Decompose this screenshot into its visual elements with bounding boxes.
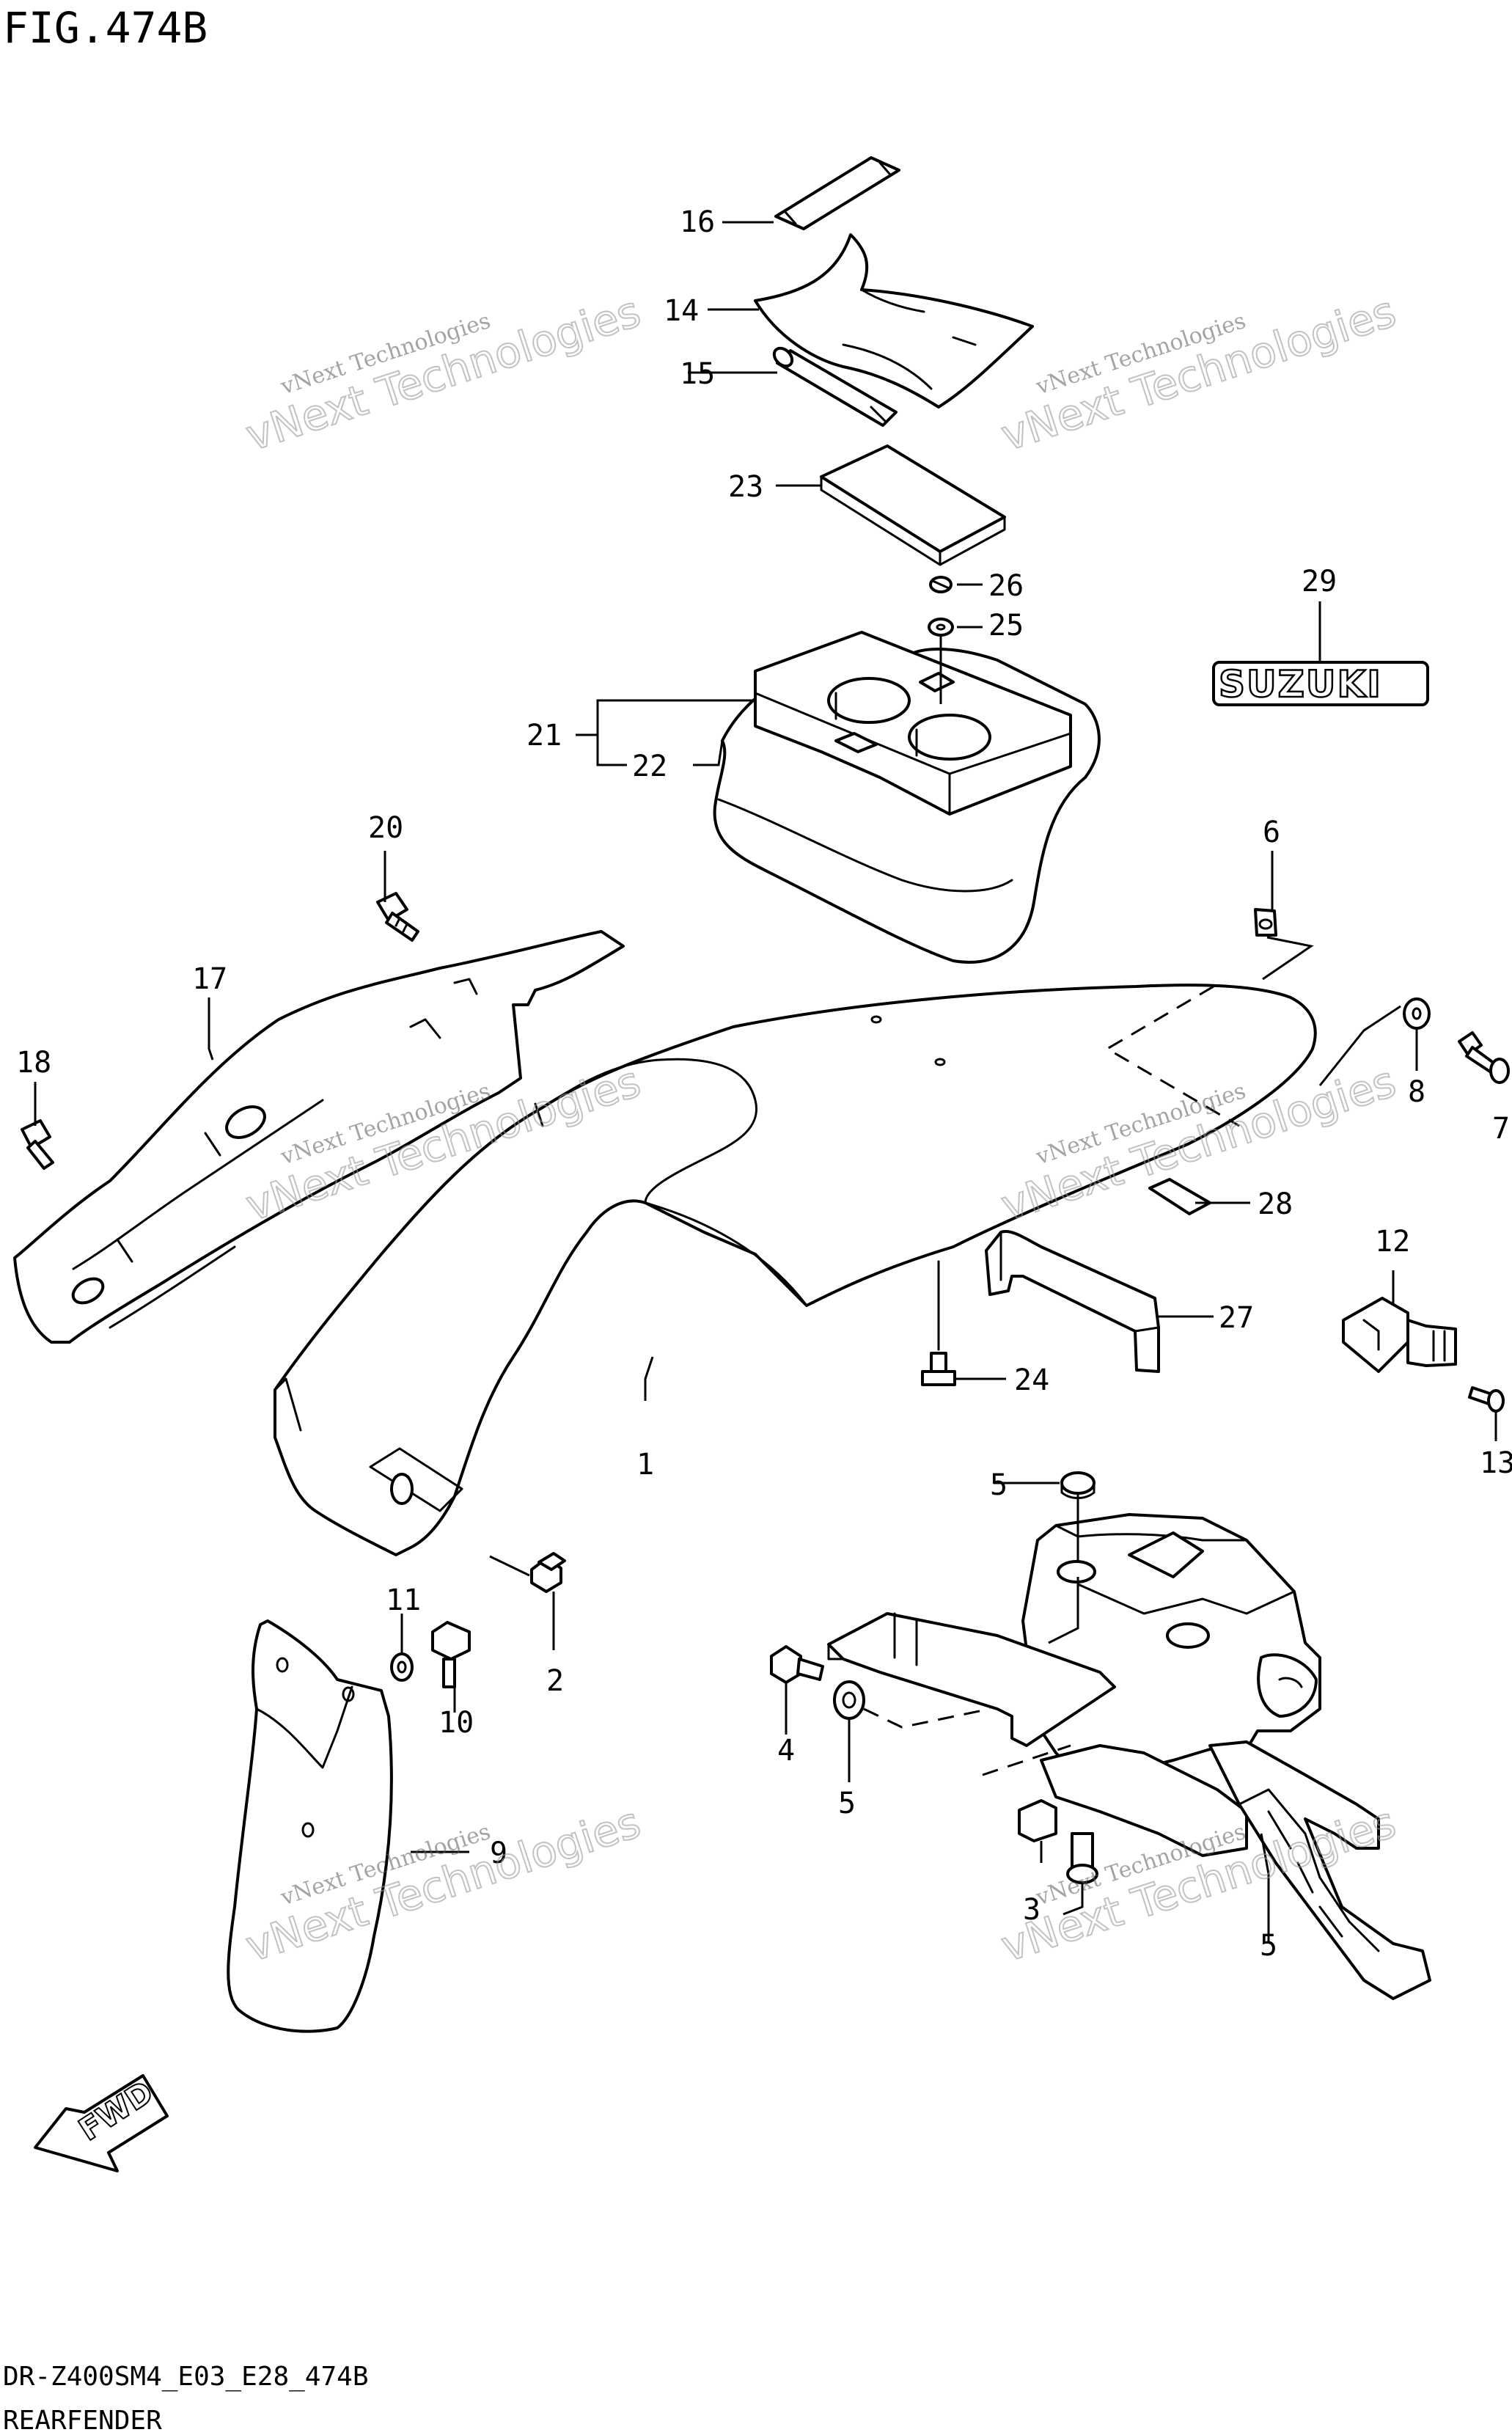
callout-1: 1: [636, 1448, 654, 1482]
callout-13: 12: [1375, 1225, 1410, 1259]
part-19-bolt: [21, 1119, 54, 1170]
part-15-tool-bag: [754, 233, 1034, 409]
callout-23: 23: [728, 470, 763, 504]
callout-numbers: 16 14 15 23 26 25 29 21 22 20 6 17 18 8 …: [16, 205, 1512, 1963]
callout-14: 13: [1480, 1446, 1512, 1480]
callout-10: 9: [490, 1837, 507, 1870]
callout-21: 21: [526, 719, 562, 753]
part-24-bolt: [921, 1260, 956, 1386]
callout-22: 22: [632, 750, 667, 783]
callout-28: 28: [1258, 1187, 1293, 1221]
part-1-rear-fender: [274, 984, 1317, 1556]
part-7-clip: [1254, 908, 1277, 937]
callout-17: 16: [680, 205, 715, 239]
part-6-rear-bracket: [827, 1513, 1431, 2000]
part-26-nut: [929, 576, 953, 593]
part-23-pad: [820, 444, 1006, 566]
part-18-side-cover: [13, 930, 625, 1344]
part-3-clip: [1018, 1799, 1098, 1884]
leader-lines: [34, 221, 1497, 1944]
callout-29: 29: [1302, 565, 1337, 598]
callout-15: 14: [664, 294, 699, 328]
callout-5-upper: 5: [990, 1468, 1008, 1502]
part-21-seat-box: [754, 631, 1072, 816]
model-code: DR-Z400SM4_E03_E28_474B: [3, 2362, 369, 2392]
part-17-strap: [774, 156, 900, 230]
part-13-socket: [1342, 1297, 1457, 1373]
figure-title: FIG.474B: [3, 3, 208, 53]
callout-12: 11: [386, 1583, 421, 1617]
callout-9: 8: [1408, 1075, 1425, 1109]
callout-8: 7: [1492, 1112, 1510, 1146]
callout-7: 6: [1263, 816, 1280, 849]
callout-20: 20: [368, 811, 403, 845]
part-29-emblem: SUZUKI: [1212, 661, 1429, 706]
part-20-bolt: [376, 892, 419, 942]
callout-27: 27: [1219, 1301, 1254, 1335]
section-name: REARFENDER: [3, 2406, 162, 2435]
callout-16: 15: [680, 357, 715, 391]
callout-6: 5: [1260, 1929, 1277, 1963]
callout-3: 3: [1023, 1893, 1041, 1927]
part-28-cushion: [1148, 1178, 1211, 1215]
callout-26: 26: [988, 569, 1024, 603]
part-10-mudflap: [227, 1619, 393, 2033]
callout-18: 17: [192, 962, 227, 996]
fwd-arrow: FWD: [34, 2073, 169, 2172]
callout-2: 2: [546, 1664, 564, 1698]
part-27-handle: [985, 1230, 1160, 1373]
part-14-screw: [1468, 1386, 1505, 1413]
part-8-bolt: [1458, 1031, 1510, 1084]
part-2-bolt: [530, 1552, 566, 1593]
part-12-washer: [390, 1652, 414, 1682]
part-16-tool: [772, 346, 898, 427]
callout-4: 4: [777, 1734, 795, 1768]
callout-19: 18: [16, 1046, 51, 1080]
emblem-text: SUZUKI: [1219, 663, 1382, 706]
part-25-washer: [928, 618, 954, 637]
part-4-bolt: [770, 1645, 824, 1684]
part-11-bolt: [431, 1621, 471, 1688]
callout-25: 25: [988, 609, 1024, 642]
callout-24: 24: [1014, 1363, 1049, 1397]
callout-5-lower: 5: [838, 1787, 856, 1820]
part-5-grommet-lower: [833, 1680, 865, 1720]
callout-11: 10: [438, 1706, 474, 1740]
part-9-washer: [1403, 997, 1431, 1030]
